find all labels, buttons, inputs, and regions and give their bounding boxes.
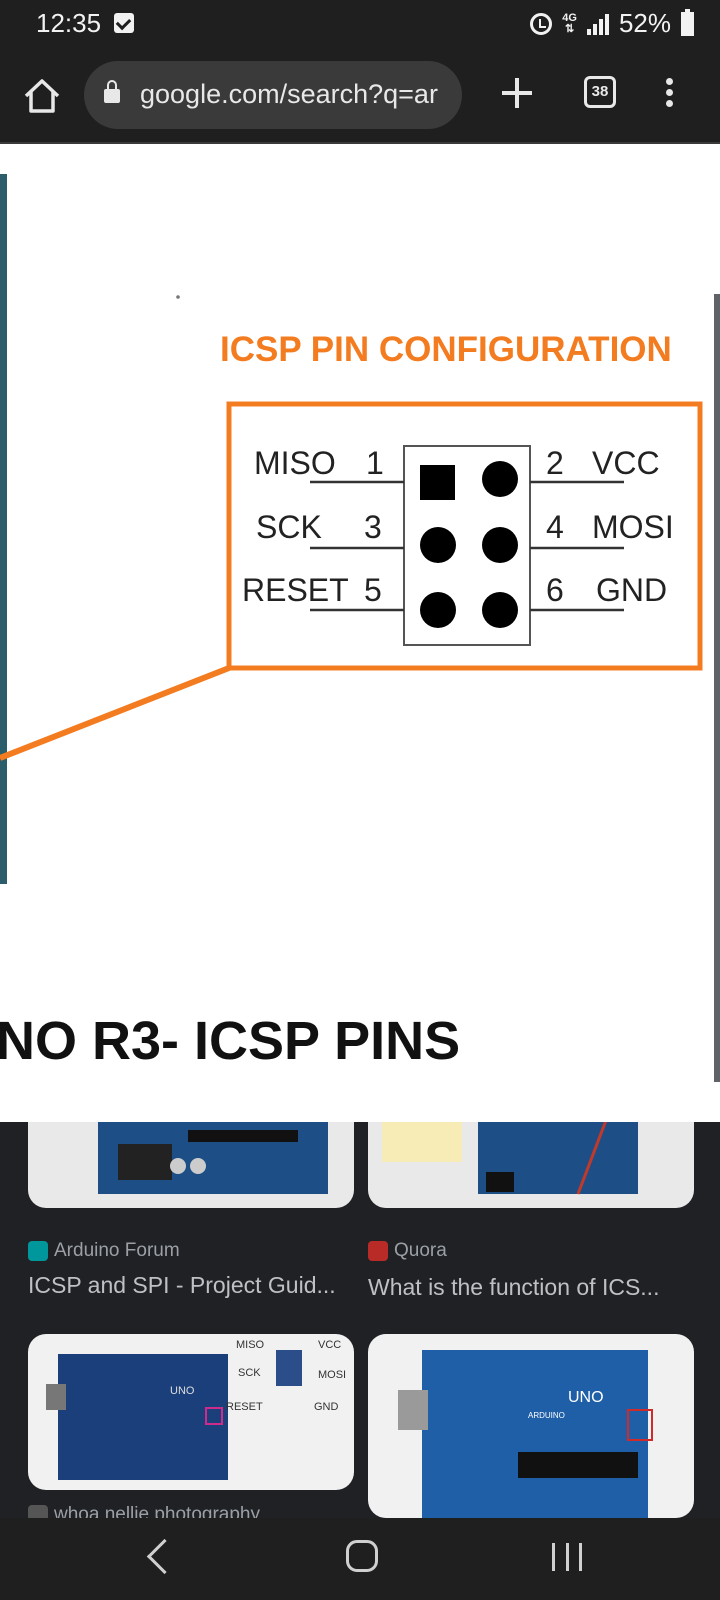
pin-num-6: 6 [546, 572, 564, 608]
home-icon[interactable] [22, 76, 62, 116]
pin-label-reset: RESET [242, 572, 349, 608]
pin-5 [420, 592, 456, 628]
alarm-icon [530, 12, 553, 35]
url-text: google.com/search?q=ar [140, 79, 438, 109]
pin-1-square [420, 465, 455, 500]
icsp-diagram-image: ICSP PIN CONFIGURATION MISO 1 SCK 3 RESE [0, 174, 703, 1071]
svg-text:VCC: VCC [318, 1339, 341, 1351]
related-results: Arduino Forum ICSP and SPI - Project Gui… [0, 1122, 720, 1518]
image-viewer[interactable]: ICSP PIN CONFIGURATION MISO 1 SCK 3 RESE [0, 144, 720, 1122]
new-tab-icon[interactable] [500, 76, 534, 110]
svg-text:UNO: UNO [170, 1385, 195, 1397]
status-bar: 12:35 4G⇅ 52% [0, 0, 720, 48]
status-icons: 4G⇅ 52% [530, 8, 694, 39]
pin-2 [482, 461, 518, 497]
address-bar[interactable]: google.com/search?q=ar [84, 61, 462, 129]
svg-text:SCK: SCK [238, 1367, 261, 1379]
pointer-line [0, 665, 231, 761]
pin-leader-lines [310, 480, 624, 612]
home-button-icon[interactable] [346, 1540, 378, 1572]
pin-num-2: 2 [546, 445, 564, 481]
svg-text:MISO: MISO [236, 1339, 265, 1351]
status-time: 12:35 [36, 8, 102, 38]
result-source[interactable]: whoa nellie photography [28, 1504, 260, 1518]
pin-label-gnd: GND [596, 572, 667, 608]
speck [176, 295, 180, 299]
svg-text:GND: GND [314, 1401, 339, 1413]
result-thumbnail[interactable] [28, 1122, 354, 1208]
result-title[interactable]: What is the function of ICS... [368, 1274, 660, 1300]
result-source[interactable]: Arduino Forum [28, 1240, 180, 1262]
icsp-frame [226, 401, 703, 671]
pin-num-1: 1 [366, 445, 384, 481]
notification-check-icon [114, 13, 134, 33]
network-type: 4G⇅ [562, 11, 577, 35]
pin-label-mosi: MOSI [592, 509, 674, 545]
signal-icon [586, 13, 609, 35]
result-title[interactable]: ICSP and SPI - Project Guid... [28, 1272, 336, 1298]
pin-4 [482, 527, 518, 563]
svg-text:ARDUINO: ARDUINO [528, 1411, 565, 1420]
pin-num-4: 4 [546, 509, 564, 545]
menu-icon[interactable] [666, 78, 674, 108]
pin-num-5: 5 [364, 572, 382, 608]
lock-icon [104, 80, 120, 103]
back-icon[interactable] [146, 1538, 183, 1575]
browser-toolbar: google.com/search?q=ar 38 [0, 48, 720, 144]
svg-text:MOSI: MOSI [318, 1369, 346, 1381]
svg-text:UNO: UNO [568, 1389, 604, 1406]
image-caption: NO R3- ICSP PINS [0, 1011, 460, 1071]
svg-text:RESET: RESET [226, 1401, 263, 1413]
pin-3 [420, 527, 456, 563]
result-source[interactable]: Quora [368, 1240, 447, 1262]
result-thumbnail[interactable]: MISO SCK RESET VCC MOSI GND UNO [28, 1334, 354, 1490]
site-icon [28, 1505, 48, 1518]
result-thumbnail[interactable]: UNO ARDUINO [368, 1334, 694, 1518]
battery-percent: 52% [618, 8, 671, 38]
quora-icon [368, 1241, 388, 1261]
pin-label-vcc: VCC [592, 445, 660, 481]
pin-num-3: 3 [364, 509, 382, 545]
scrollbar-thumb[interactable] [714, 294, 720, 1082]
arduino-forum-icon [28, 1241, 48, 1261]
board-edge [0, 174, 7, 884]
pin-label-sck: SCK [256, 509, 322, 545]
tab-switcher-button[interactable]: 38 [584, 76, 616, 108]
recent-apps-icon[interactable] [552, 1543, 582, 1571]
pin-label-miso: MISO [254, 445, 336, 481]
navigation-bar [0, 1518, 720, 1600]
result-thumbnail[interactable] [368, 1122, 694, 1208]
battery-icon [681, 8, 694, 36]
diagram-heading: ICSP PIN CONFIGURATION [220, 330, 672, 369]
pin-6 [482, 592, 518, 628]
